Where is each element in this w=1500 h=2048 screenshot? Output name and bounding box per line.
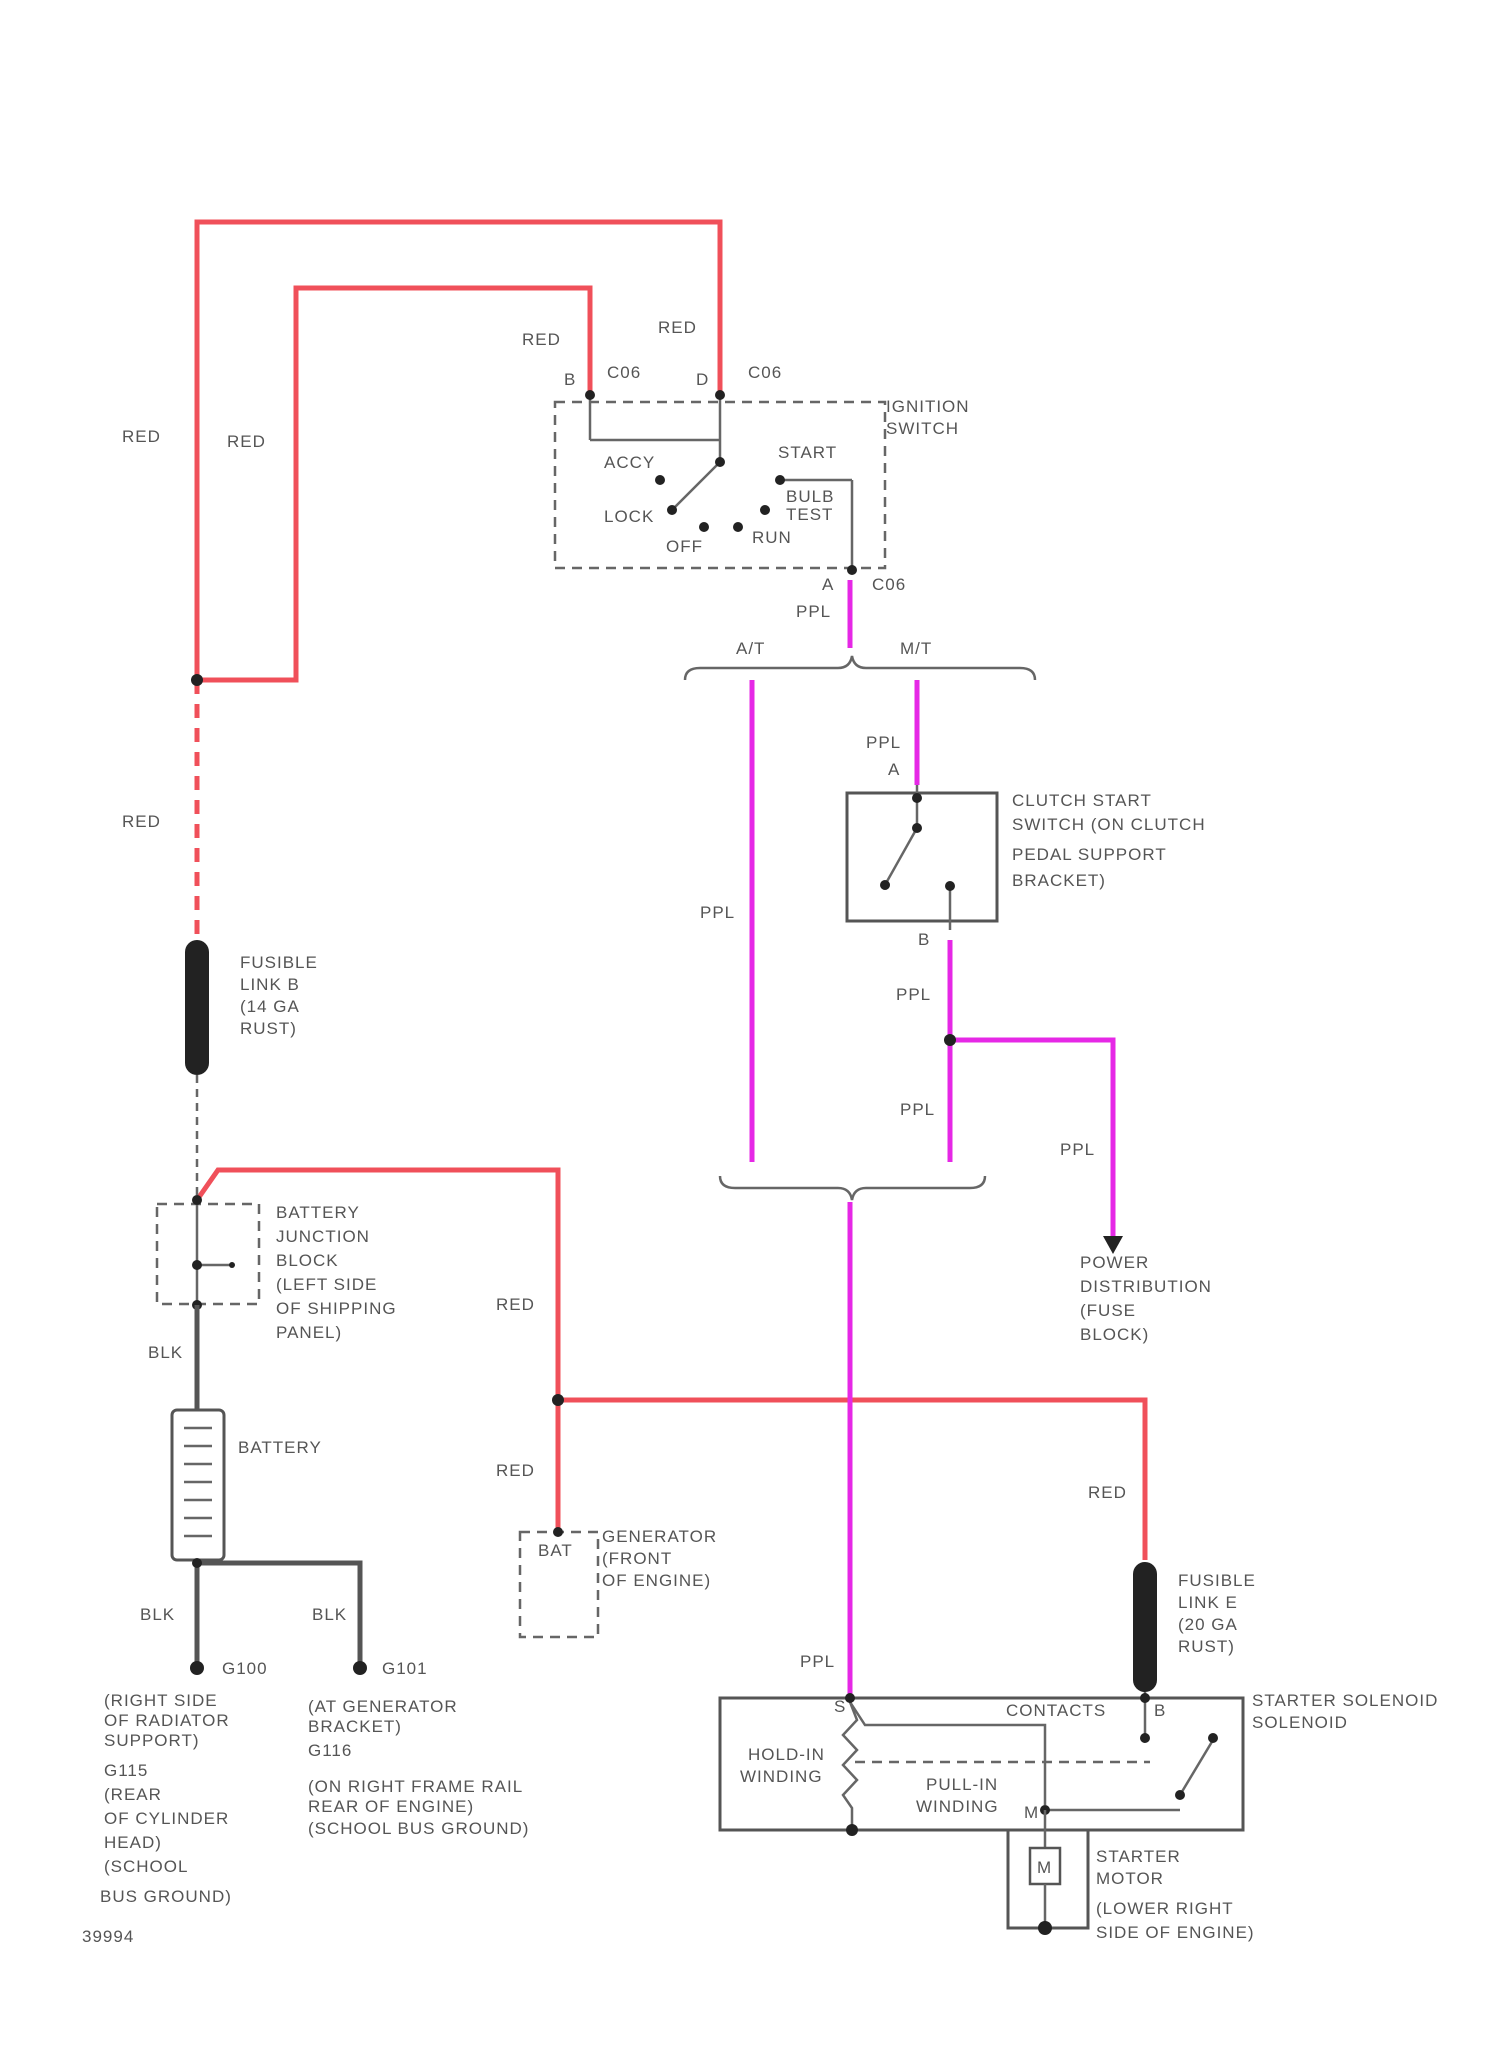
ground-mid-label: (AT GENERATOR BRACKET) G116 (ON RIGHT FR… — [308, 1697, 529, 1838]
label-red-2: RED — [227, 432, 266, 451]
fusible-link-b — [185, 940, 209, 1195]
component-labels-right: POWER DISTRIBUTION (FUSE BLOCK) BAT GENE… — [538, 1253, 1444, 1942]
pos-acc-label: ACCY — [604, 453, 655, 472]
at-mt-brace-top — [685, 656, 1035, 680]
starter-motor-label: STARTER MOTOR (LOWER RIGHT SIDE OF ENGIN… — [1096, 1847, 1255, 1942]
component-labels-left: FUSIBLE LINK B (14 GA RUST) BATTERY JUNC… — [82, 953, 529, 1946]
clutch-switch-label: CLUTCH START SWITCH (ON CLUTCH PEDAL SUP… — [1012, 791, 1211, 890]
clutch-start-switch — [847, 785, 997, 930]
pos-start-label: START — [778, 443, 837, 462]
pos-bulb-test-label: BULB TEST — [786, 487, 840, 524]
pin-a-ign-label: A — [822, 575, 834, 594]
label-ppl-2: PPL — [866, 733, 901, 752]
fusible-link-e — [1133, 1562, 1157, 1692]
at-label: A/T — [736, 639, 765, 658]
generator-pin-label: BAT — [538, 1541, 573, 1560]
contacts-label: CONTACTS — [1006, 1701, 1106, 1720]
pull-in-label: PULL-IN WINDING — [916, 1775, 1004, 1816]
battery-junction-block — [157, 1195, 259, 1310]
hold-in-label: HOLD-IN WINDING — [740, 1745, 831, 1786]
com-label-1: C06 — [607, 363, 641, 382]
battery — [172, 1410, 224, 1560]
motor-symbol-label: M — [1037, 1858, 1052, 1877]
label-red-3: RED — [522, 330, 561, 349]
label-red-4: RED — [658, 318, 697, 337]
label-ppl-4: PPL — [896, 985, 931, 1004]
g101-label: G101 — [382, 1659, 428, 1678]
ignition-switch — [555, 390, 885, 575]
label-ppl-3: PPL — [700, 903, 735, 922]
fusible-link-b-label: FUSIBLE LINK B (14 GA RUST) — [240, 953, 324, 1038]
label-red-8: RED — [1088, 1483, 1127, 1502]
label-blk-1: BLK — [148, 1343, 183, 1362]
label-red-7: RED — [496, 1461, 535, 1480]
label-red-1: RED — [122, 427, 161, 446]
pdc-arrow — [1103, 1236, 1123, 1254]
pos-lock-label: LOCK — [604, 507, 654, 526]
page-code-label: 39994 — [82, 1927, 134, 1946]
pin-b-clutch-label: B — [918, 930, 930, 949]
label-blk-3: BLK — [312, 1605, 347, 1624]
ground-left-label: (RIGHT SIDE OF RADIATOR SUPPORT) G115 (R… — [100, 1691, 235, 1906]
g100-label: G100 — [222, 1659, 268, 1678]
starter-solenoid-label: STARTER SOLENOID SOLENOID — [1252, 1691, 1444, 1732]
label-red-6: RED — [496, 1295, 535, 1314]
at-mt-brace-bottom — [720, 1176, 985, 1200]
wire-red-outer — [197, 222, 720, 680]
pin-d-label: D — [696, 370, 709, 389]
label-ppl-7: PPL — [800, 1652, 835, 1671]
com-label-3: C06 — [872, 575, 906, 594]
label-ppl-5: PPL — [900, 1100, 935, 1119]
label-ppl-6: PPL — [1060, 1140, 1095, 1159]
purple-wires — [752, 580, 1113, 1698]
pin-b-label: B — [564, 370, 576, 389]
ignition-switch-label: IGNITION SWITCH — [886, 397, 975, 438]
pos-run-label: RUN — [752, 528, 792, 547]
mt-label: M/T — [900, 639, 932, 658]
generator-label: GENERATOR (FRONT OF ENGINE) — [602, 1527, 723, 1590]
pdc-label: POWER DISTRIBUTION (FUSE BLOCK) — [1080, 1253, 1218, 1344]
pin-a-clutch-label: A — [888, 760, 900, 779]
ignition-switch-labels: B C06 D C06 IGNITION SWITCH ACCY START L… — [564, 363, 975, 594]
battery-junction-block-label: BATTERY JUNCTION BLOCK (LEFT SIDE OF SHI… — [276, 1203, 402, 1342]
pin-b-sol-label: B — [1154, 1701, 1166, 1720]
battery-label: BATTERY — [238, 1438, 322, 1457]
pos-off-label: OFF — [666, 537, 703, 556]
fusible-link-e-label: FUSIBLE LINK E (20 GA RUST) — [1178, 1571, 1262, 1656]
label-red-5: RED — [122, 812, 161, 831]
com-label-2: C06 — [748, 363, 782, 382]
splice-dots — [191, 674, 956, 1406]
label-blk-2: BLK — [140, 1605, 175, 1624]
label-ppl-1: PPL — [796, 602, 831, 621]
red-wires — [197, 222, 1145, 1560]
pin-m-label: M — [1024, 1803, 1039, 1822]
pin-s-label: S — [834, 1697, 846, 1716]
